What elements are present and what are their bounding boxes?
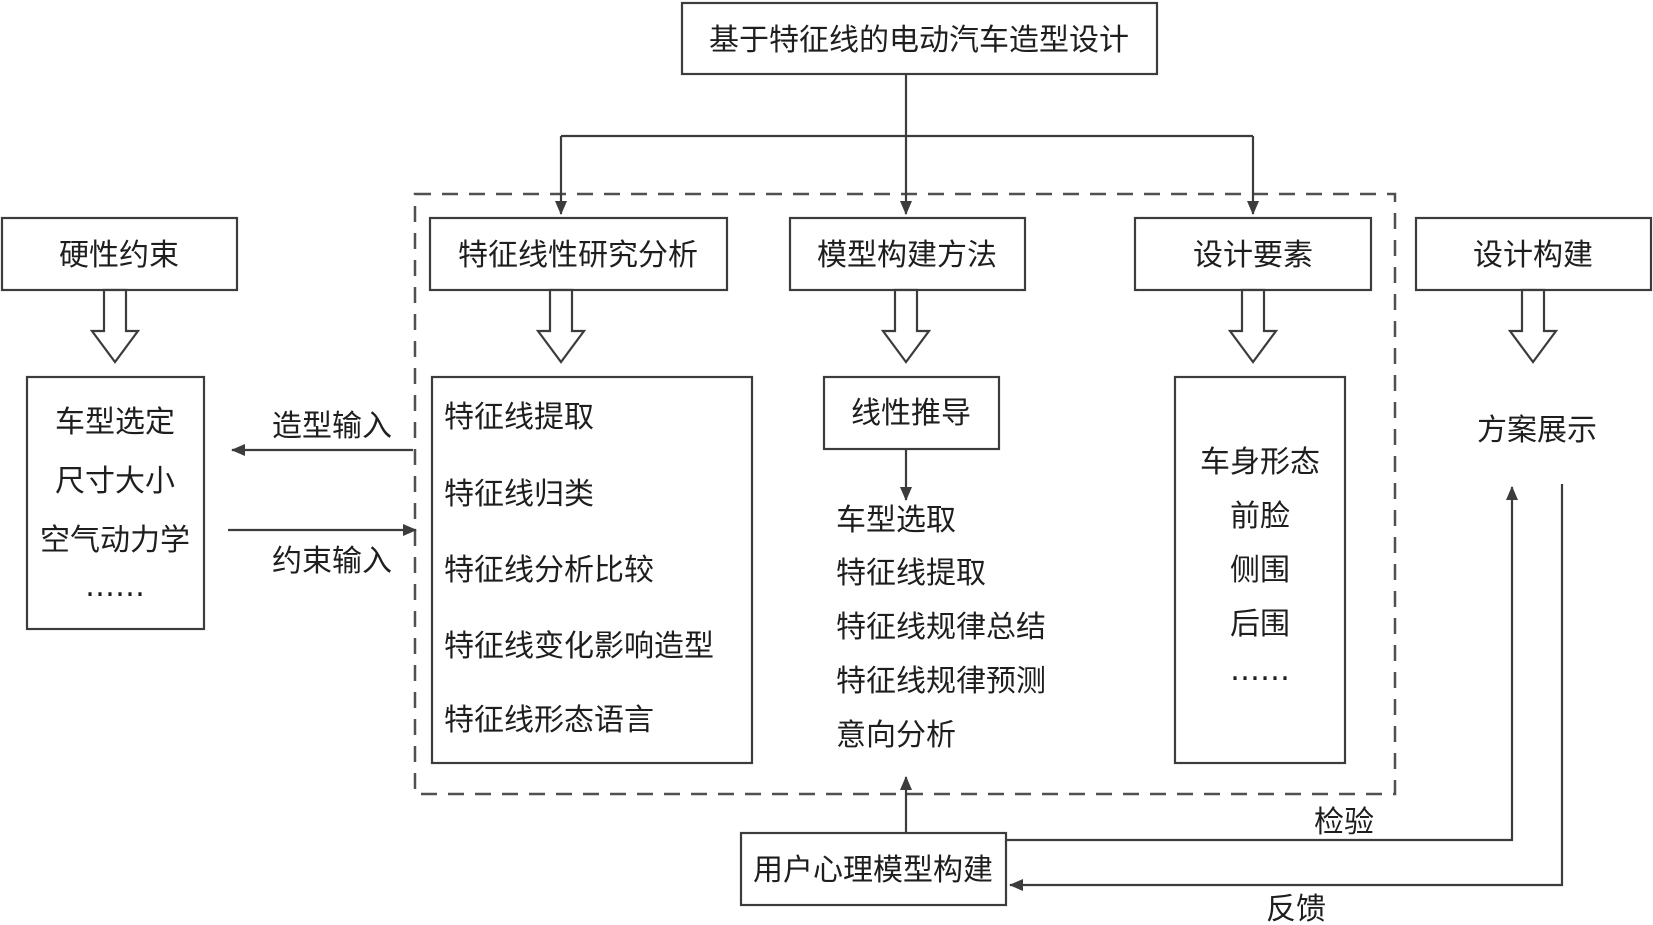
- design-elements-box: [1133, 216, 1373, 292]
- hollow-arrow-col2: [880, 288, 932, 364]
- linear-derivation-box: [822, 375, 1001, 451]
- user-mental-model-box: [739, 831, 1008, 907]
- research-item: 特征线归类: [444, 477, 594, 512]
- hollow-arrow-left: [89, 288, 141, 364]
- method-item: 特征线规律总结: [836, 610, 1046, 645]
- hard-constraints-box: [0, 216, 239, 292]
- design-element-item: ……: [1230, 653, 1290, 688]
- arrow-feedback: [1009, 484, 1564, 891]
- design-elements-title: 设计要素: [1193, 238, 1313, 273]
- scheme-display-label: 方案展示: [1477, 413, 1597, 448]
- feature-line-research-title: 特征线性研究分析: [458, 238, 698, 273]
- constraint-item: 尺寸大小: [55, 464, 175, 499]
- method-item: 车型选取: [836, 503, 956, 538]
- hollow-arrow-col1: [535, 288, 587, 364]
- research-item: 特征线形态语言: [444, 703, 654, 738]
- method-item: 意向分析: [836, 718, 956, 753]
- constraint-item: ……: [85, 569, 145, 604]
- constraint-item: 车型选定: [55, 405, 175, 440]
- method-item: 特征线规律预测: [836, 664, 1046, 699]
- arrow-check: [1006, 486, 1518, 842]
- design-elements-list-box: [1173, 375, 1347, 765]
- research-item: 特征线分析比较: [444, 553, 654, 588]
- feature-line-research-box: [428, 216, 729, 292]
- linear-derivation-title: 线性推导: [851, 396, 971, 431]
- root-title: 基于特征线的电动汽车造型设计: [709, 23, 1129, 58]
- hard-constraints-title: 硬性约束: [59, 238, 179, 273]
- constraint-list-box: [25, 375, 206, 631]
- hollow-arrow-col3: [1227, 288, 1279, 364]
- design-build-title: 设计构建: [1473, 238, 1593, 273]
- research-item: 特征线提取: [444, 400, 594, 435]
- research-list-box: [430, 375, 754, 765]
- method-item: 特征线提取: [836, 556, 986, 591]
- design-element-item: 侧围: [1230, 553, 1290, 588]
- user-mental-model-title: 用户心理模型构建: [753, 853, 993, 888]
- feedback-label: 反馈: [1266, 892, 1326, 925]
- design-element-item: 前脸: [1230, 499, 1290, 534]
- hollow-arrow-right: [1507, 288, 1559, 364]
- modeling-input-label: 造型输入: [272, 409, 392, 444]
- design-element-item: 后围: [1230, 607, 1290, 642]
- design-element-item: 车身形态: [1200, 445, 1320, 480]
- constraint-item: 空气动力学: [40, 523, 190, 558]
- design-build-box: [1414, 216, 1653, 292]
- model-method-title: 模型构建方法: [817, 238, 997, 273]
- check-label: 检验: [1314, 805, 1374, 840]
- root-box: [680, 1, 1159, 76]
- research-item: 特征线变化影响造型: [444, 629, 714, 664]
- constraint-input-label: 约束输入: [272, 544, 392, 579]
